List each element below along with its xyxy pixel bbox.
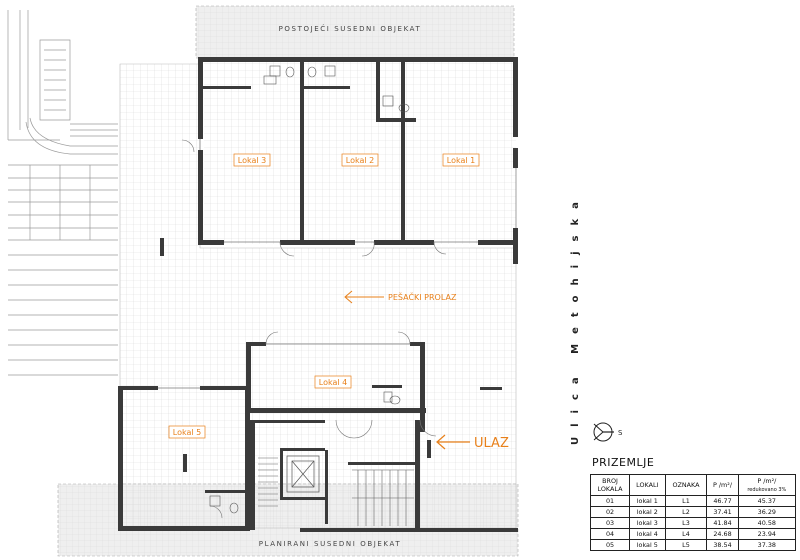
- svg-text:S: S: [618, 429, 623, 437]
- windows: [158, 139, 517, 389]
- neighbor-top-label: POSTOJEĆI SUSEDNI OBJEKAT: [279, 24, 422, 33]
- table-row: 04 lokal 4 L4 24.68 23.94: [589, 528, 797, 540]
- unit-label-lokal-1: Lokal 1: [447, 156, 475, 165]
- pedestrian-passage-arrow: PEŠAČKI PROLAZ: [344, 290, 457, 304]
- col-mark: OZNAKA: [664, 474, 708, 496]
- unit-label-lokal-5: Lokal 5: [173, 428, 201, 437]
- unit-label-box: [442, 153, 480, 167]
- unit-labels: Lokal 3 Lokal 2 Lokal 1 Lokal 4 Lokal 5: [168, 153, 480, 439]
- table-row: 02 lokal 2 L2 37.41 36.29: [589, 506, 797, 518]
- table-row: 03 lokal 3 L3 41.84 40.58: [589, 517, 797, 529]
- entrance-arrow: ULAZ: [436, 434, 509, 451]
- unit-label-box: [168, 425, 206, 439]
- table-row: 01 lokal 1 L1 46.77 45.37: [589, 495, 797, 507]
- passage-label: PEŠAČKI PROLAZ: [388, 291, 457, 302]
- street-name: Ulica Metohijska: [570, 192, 581, 445]
- col-area: P /m²/: [706, 474, 739, 496]
- entrance-label: ULAZ: [474, 436, 509, 451]
- unit-label-lokal-2: Lokal 2: [346, 156, 374, 165]
- walls: [118, 57, 518, 532]
- unit-label-lokal-3: Lokal 3: [238, 156, 266, 165]
- table-row: 05 lokal 5 L5 38.54 37.38: [589, 539, 797, 551]
- unit-label-box: [233, 153, 271, 167]
- unit-label-box: [314, 375, 352, 389]
- elevator-icon: [286, 455, 320, 493]
- schedule-title: PRIZEMLJE: [592, 456, 655, 469]
- col-area-reduced: P /m²/redukovano 3%: [737, 474, 797, 496]
- neighbor-top-block: [195, 5, 515, 59]
- upper-shops: [204, 62, 516, 244]
- door-swing-icon: [181, 139, 447, 519]
- north-arrow-icon: S: [593, 422, 623, 442]
- neighbor-bottom-label: PLANIRANI SUSEDNI OBJEKAT: [259, 540, 401, 548]
- col-name: LOKALI: [629, 474, 666, 496]
- left-site-context: [7, 10, 118, 376]
- stair-icon: [258, 457, 414, 526]
- unit-label-lokal-4: Lokal 4: [319, 378, 347, 387]
- unit-label-box: [341, 153, 379, 167]
- toilet-icon: [209, 65, 410, 514]
